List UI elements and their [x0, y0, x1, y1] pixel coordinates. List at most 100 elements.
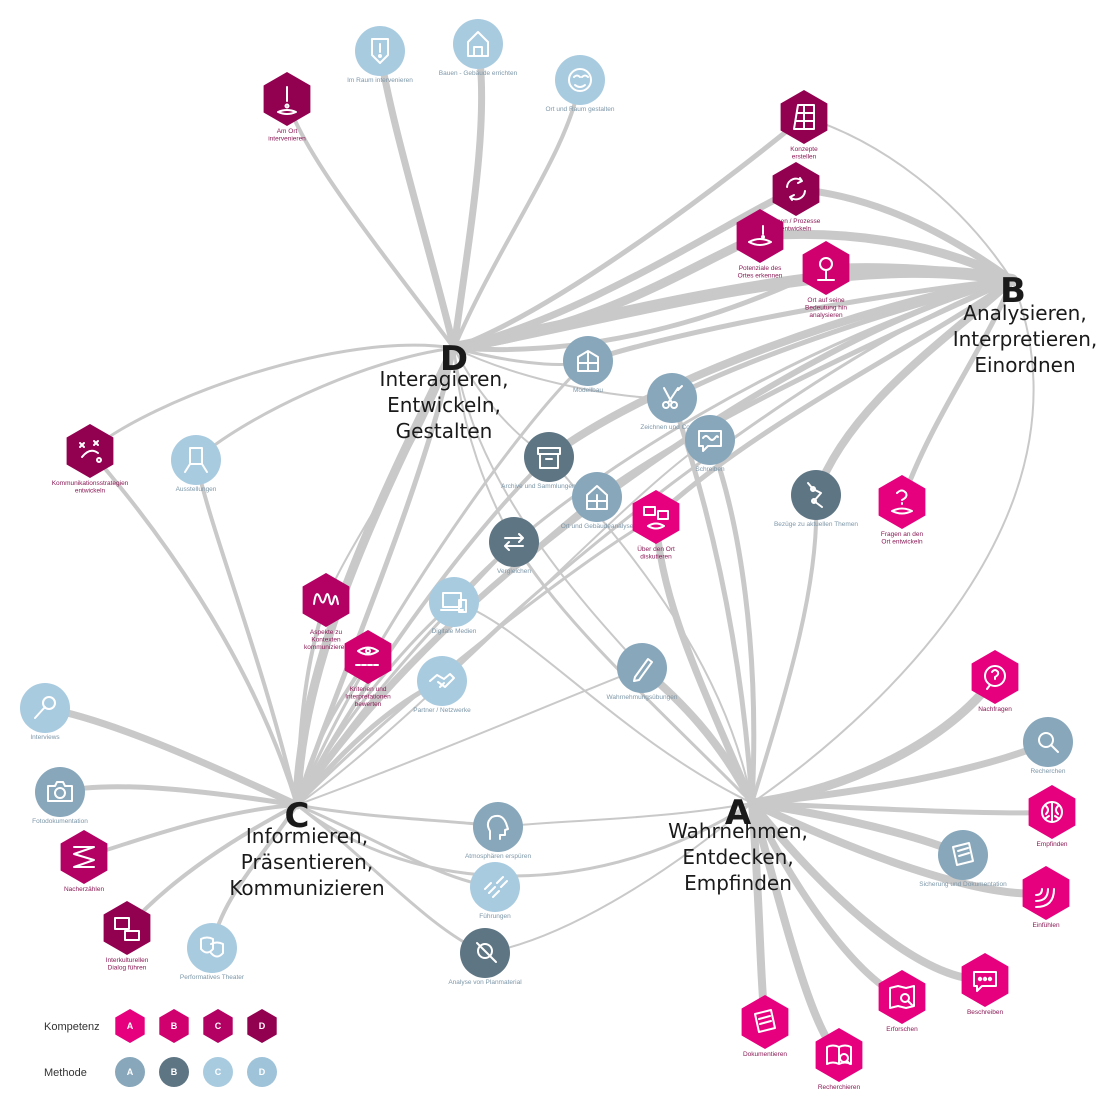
edge-D-C	[292, 343, 459, 810]
node-n38: Performatives Theater	[180, 923, 245, 981]
legend-swatch-methode-D: D	[247, 1057, 277, 1087]
node-label: Interkulturellen	[106, 957, 149, 964]
methode-circle	[555, 55, 605, 105]
edge-A-n16	[652, 513, 756, 807]
node-n10: Ausstellungen	[171, 435, 221, 493]
node-label: Performatives Theater	[180, 974, 245, 981]
notebook-icon	[952, 842, 974, 866]
methode-circle	[460, 928, 510, 978]
signal-icon	[1035, 888, 1055, 908]
node-label: Ort entwickeln	[881, 539, 923, 546]
alert-tag-icon	[371, 38, 389, 64]
hub-label-C: Präsentieren,	[241, 850, 373, 874]
legend-swatch-methode-A: A	[115, 1057, 145, 1087]
methode-circle	[171, 435, 221, 485]
strategy-icon	[79, 440, 102, 463]
node-n36: Nacherzählen	[60, 830, 108, 893]
legend-swatch-methode-B: B	[159, 1057, 189, 1087]
node-label: Recherchieren	[818, 1084, 861, 1091]
edge-D-n1	[285, 97, 456, 350]
legend-title: Methode	[44, 1067, 87, 1079]
node-label: Einfühlen	[1032, 922, 1059, 929]
hub-label-B: Interpretieren,	[953, 327, 1098, 351]
node-label: bewerten	[355, 701, 382, 708]
model-icon	[577, 350, 599, 372]
edge-C-n15	[295, 495, 599, 807]
node-label: diskutieren	[640, 554, 672, 561]
edge-C-n24	[296, 667, 643, 806]
methode-circle	[429, 577, 479, 627]
edge-A-n41	[484, 802, 753, 954]
spot-icon	[748, 225, 772, 246]
node-label: Ort und Raum gestalten	[545, 106, 614, 113]
node-label: Ideen / Prozesse	[772, 218, 821, 225]
node-label: Im Raum intervenieren	[347, 77, 413, 84]
footsteps-icon	[484, 876, 508, 898]
cycle-icon	[786, 177, 806, 201]
chat-icon	[973, 971, 997, 992]
node-label: entwickeln	[781, 226, 812, 233]
methode-circle	[1023, 717, 1073, 767]
exhibit-icon	[184, 447, 208, 473]
edge-B-n17	[812, 276, 1016, 499]
hub-label-C: Kommunizieren	[229, 876, 384, 900]
node-n41: Analyse von Planmaterial	[448, 928, 522, 986]
node-label: Über den Ort	[637, 545, 675, 553]
edge-B-n6	[792, 185, 1016, 284]
mask-icon	[568, 68, 592, 92]
edge-D-n9	[88, 343, 456, 453]
edge-C-n16	[295, 515, 658, 807]
node-n34: Interviews	[20, 683, 70, 741]
node-label: Bezüge zu aktuellen Themen	[774, 521, 858, 528]
document-icon	[754, 1009, 776, 1033]
node-n12: Zeichnen und Collage	[640, 373, 704, 431]
node-n35: Fotodokumentation	[32, 767, 88, 825]
node-n2: Im Raum intervenieren	[347, 26, 413, 84]
theater-icon	[200, 936, 224, 958]
node-n31: Erforschen	[878, 970, 926, 1033]
node-label: Interviews	[30, 734, 60, 741]
house-icon	[467, 31, 489, 57]
node-label: Nacherzählen	[64, 886, 104, 893]
legend-letter: D	[259, 1067, 266, 1077]
node-n26: Recherchen	[1023, 717, 1073, 775]
methode-circle	[524, 432, 574, 482]
hub-label-D: Entwickeln,	[387, 393, 501, 417]
node-n40: Führungen	[470, 862, 520, 920]
node-label: Ortes erkennen	[738, 273, 783, 280]
node-n15: Ort und Gebäudeanalyse	[561, 472, 634, 530]
methode-circle	[35, 767, 85, 817]
node-n25: Nachfragen	[971, 650, 1019, 713]
hub-letter-D: D	[440, 339, 468, 379]
node-label: Am Ort	[277, 128, 298, 135]
edge-C-n14	[295, 455, 551, 807]
discussion-icon	[643, 506, 669, 530]
legend-letter: B	[171, 1021, 178, 1031]
node-label: Kriterien und	[350, 686, 387, 693]
node-label: Vergleichen	[497, 568, 531, 575]
kompetenz-hexagon	[772, 162, 820, 216]
microphone-icon	[34, 696, 56, 719]
node-n28: Sicherung und Dokumentation	[919, 830, 1007, 888]
edge-A-n19	[512, 540, 754, 805]
edge-D-n3	[450, 40, 486, 352]
node-label: Kommunikationsstrategien	[52, 480, 129, 487]
edge-B-n16	[653, 277, 1015, 520]
magnifier-icon	[817, 257, 835, 281]
edge-C-n13	[296, 439, 711, 806]
node-label: Bauen - Gebäude errichten	[439, 70, 518, 77]
edge-B-n18	[899, 277, 1015, 505]
hub-layer: AWahrnehmen,Entdecken,EmpfindenBAnalysie…	[229, 271, 1097, 900]
node-n20: Digitale Medien	[429, 577, 479, 635]
camera-icon	[47, 781, 73, 802]
hub-label-A: Empfinden	[684, 871, 792, 895]
edge-C-n19	[295, 540, 516, 807]
methode-circle	[473, 802, 523, 852]
node-label: Wahrnehmungsübungen	[607, 694, 678, 701]
